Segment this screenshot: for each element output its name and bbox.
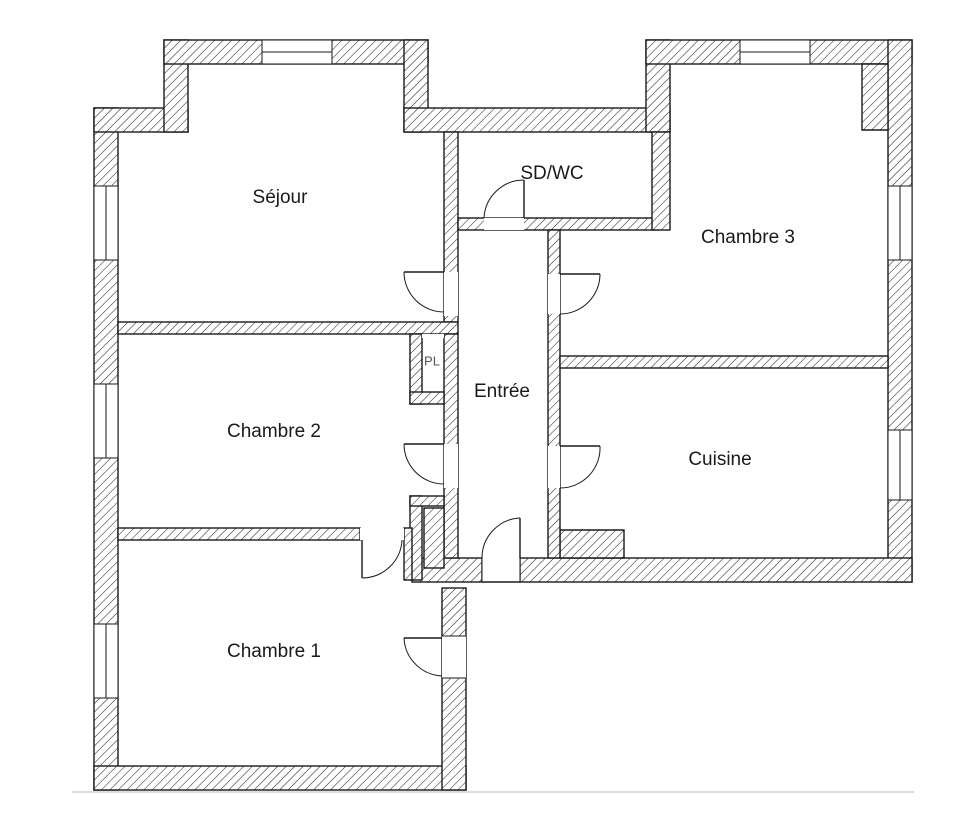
wall-chambre1-right-top <box>403 527 413 581</box>
wall-duct <box>423 507 445 569</box>
door-chambre2-lower <box>360 528 404 579</box>
exterior-walls <box>93 39 913 791</box>
doors <box>360 179 601 679</box>
window-chambre3-right <box>887 185 913 261</box>
door-sdwc <box>483 179 525 230</box>
label-chambre3: Chambre 3 <box>701 227 795 248</box>
interior-walls <box>117 131 889 581</box>
door-entrance <box>481 517 521 583</box>
door-cuisine <box>548 445 601 489</box>
windows <box>93 39 913 699</box>
wall-bottom-right <box>519 557 913 583</box>
window-chambre2-left <box>93 383 119 459</box>
label-placard: PL <box>424 353 440 368</box>
wall-chambre1-right <box>441 587 467 791</box>
window-chambre1-left <box>93 623 119 699</box>
wall-bottom-left <box>93 765 467 791</box>
door-chambre3 <box>548 273 601 315</box>
wall-chambre3-bottom <box>559 355 889 369</box>
window-cuisine-right <box>887 429 913 501</box>
wall-cuisine-step <box>559 529 625 559</box>
label-chambre1: Chambre 1 <box>227 641 321 662</box>
door-chambre2 <box>403 443 458 488</box>
wall-top-middle <box>403 107 671 133</box>
room-labels: Séjour SD/WC Chambre 3 PL Entrée Chambre… <box>227 163 795 662</box>
wall-sdwc-right <box>651 131 671 231</box>
door-placard <box>422 334 444 338</box>
window-sejour-left <box>93 185 119 261</box>
wall-right <box>887 39 913 583</box>
wall-duct-frame-top <box>409 495 445 507</box>
wall-placard-bottom <box>409 391 445 405</box>
door-chambre1 <box>403 635 466 679</box>
label-entree: Entrée <box>474 381 530 402</box>
window-chambre3-top <box>739 39 811 65</box>
wall-chambre2-bottom <box>117 527 361 541</box>
wall-chambre3-corner <box>861 63 889 131</box>
label-sdwc: SD/WC <box>520 163 583 184</box>
label-chambre2: Chambre 2 <box>227 421 321 442</box>
wall-sejour-bottom <box>117 321 459 335</box>
label-sejour: Séjour <box>253 187 309 208</box>
label-cuisine: Cuisine <box>688 449 751 470</box>
window-sejour-top <box>261 39 333 65</box>
door-sejour <box>403 271 458 316</box>
